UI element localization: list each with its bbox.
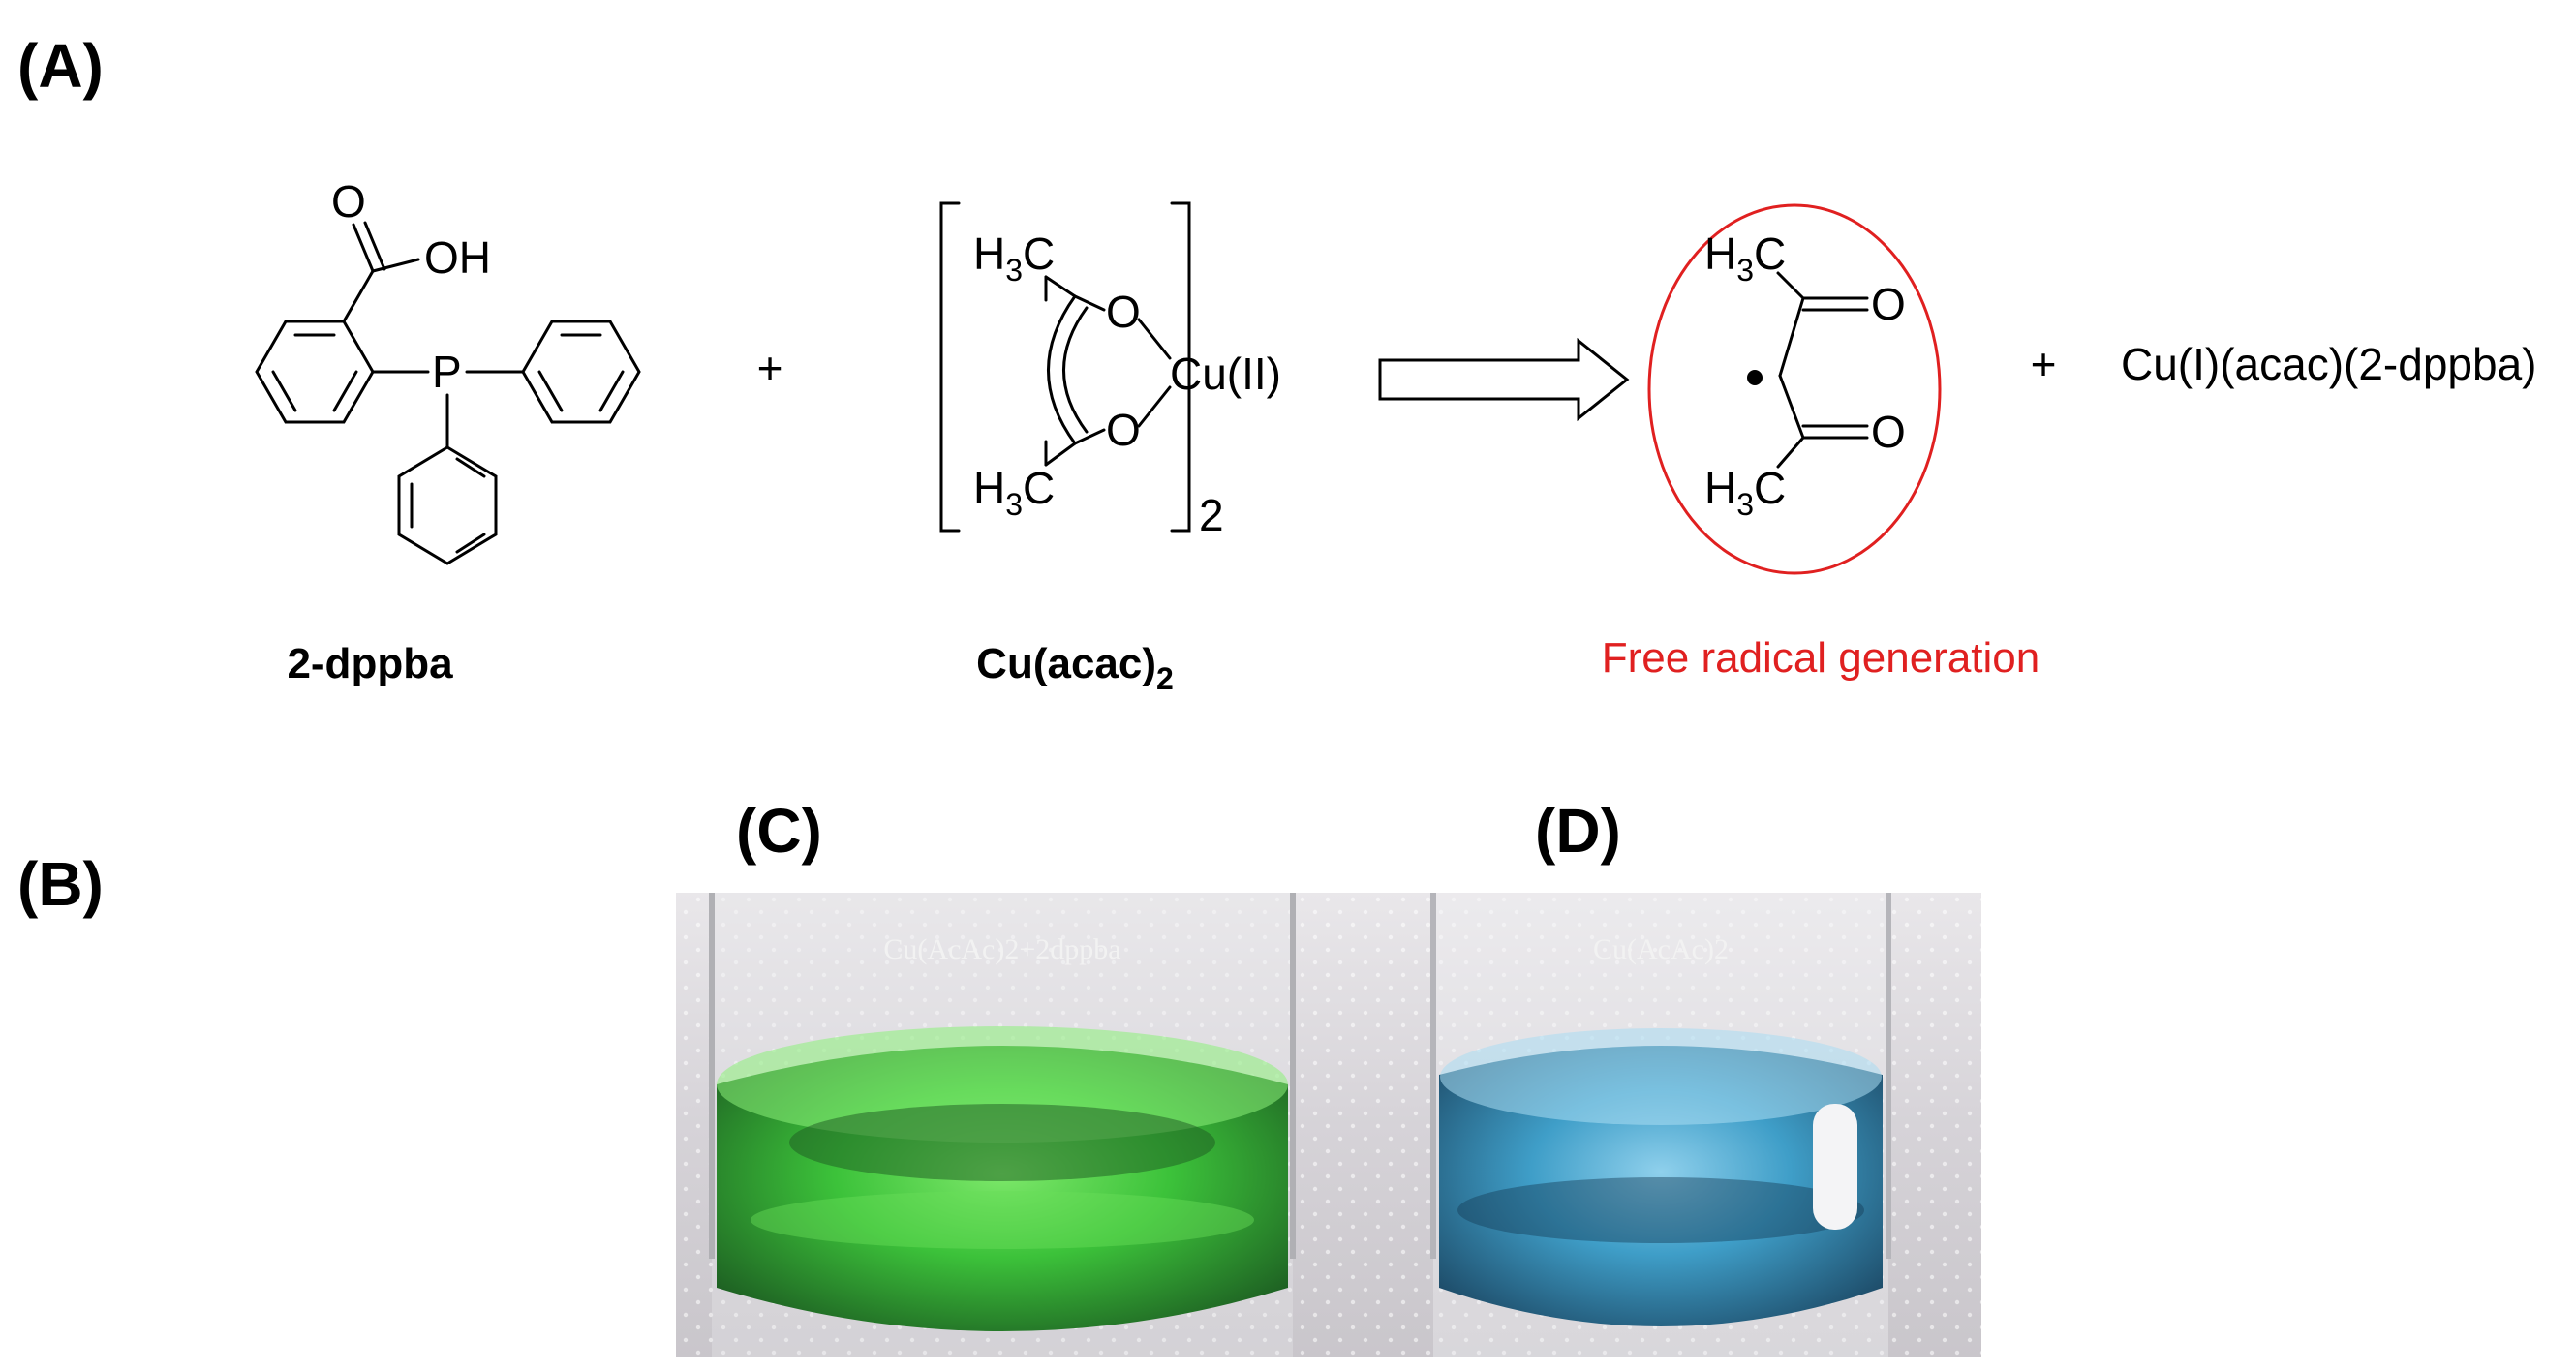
vial-left: Cu(AcAc)2+2dppba bbox=[709, 893, 1296, 1357]
plus-sign-1: + bbox=[757, 343, 783, 393]
bracket-subscript: 2 bbox=[1199, 490, 1224, 540]
vials-photo: Cu(AcAc)2+2dppba Cu(AcAc)2 bbox=[676, 893, 1981, 1357]
copper-center: Cu(II) bbox=[1170, 349, 1281, 399]
panel-label-a: (A) bbox=[17, 31, 104, 101]
radical-oxygen-bottom: O bbox=[1871, 407, 1906, 457]
radical-methyl-top: H3C bbox=[1704, 228, 1786, 288]
radical-oxygen-top: O bbox=[1871, 279, 1906, 329]
label-cu-acac2: Cu(acac)2 bbox=[976, 640, 1174, 696]
label-2-dppba: 2-dppba bbox=[287, 640, 453, 687]
methyl-bottom: H3C bbox=[973, 463, 1055, 522]
structure-2-dppba: O OH P bbox=[255, 176, 641, 565]
right-vial-label: Cu(AcAc)2 bbox=[1593, 933, 1729, 965]
reaction-arrow bbox=[1378, 337, 1630, 422]
radical-dot bbox=[1747, 370, 1763, 385]
phenyl-ring-right bbox=[521, 320, 641, 424]
plus-sign-2: + bbox=[2031, 339, 2057, 389]
chelate-delocalized-bond bbox=[1047, 294, 1077, 445]
left-vial-label: Cu(AcAc)2+2dppba bbox=[883, 933, 1120, 965]
methyl-top: H3C bbox=[973, 228, 1055, 288]
hydroxyl-group: OH bbox=[424, 232, 491, 283]
panel-label-b: (B) bbox=[17, 849, 104, 919]
phosphorus-atom: P bbox=[432, 347, 462, 397]
structure-acac-radical: H3C H3C O O bbox=[1704, 228, 1906, 522]
panel-label-d: (D) bbox=[1535, 796, 1621, 866]
radical-methyl-bottom: H3C bbox=[1704, 463, 1786, 522]
vial-right: Cu(AcAc)2 bbox=[1430, 893, 1891, 1357]
panel-label-c: (C) bbox=[736, 796, 822, 866]
radical-highlight-ellipse bbox=[1647, 203, 1942, 575]
left-bracket bbox=[939, 201, 961, 533]
oxygen-bottom: O bbox=[1106, 405, 1141, 455]
structure-cu-acac2: 2 H3C H3C O O Cu(II) bbox=[939, 201, 1281, 540]
product-label: Cu(I)(acac)(2-dppba) bbox=[2121, 339, 2536, 389]
phenyl-ring-bottom bbox=[397, 445, 498, 565]
carboxyl-oxygen: O bbox=[331, 176, 366, 227]
right-bracket bbox=[1170, 201, 1191, 533]
stir-bar bbox=[1813, 1104, 1857, 1230]
carboxyl-bond bbox=[342, 269, 375, 323]
free-radical-caption: Free radical generation bbox=[1602, 634, 2039, 682]
oxygen-top: O bbox=[1106, 287, 1141, 337]
